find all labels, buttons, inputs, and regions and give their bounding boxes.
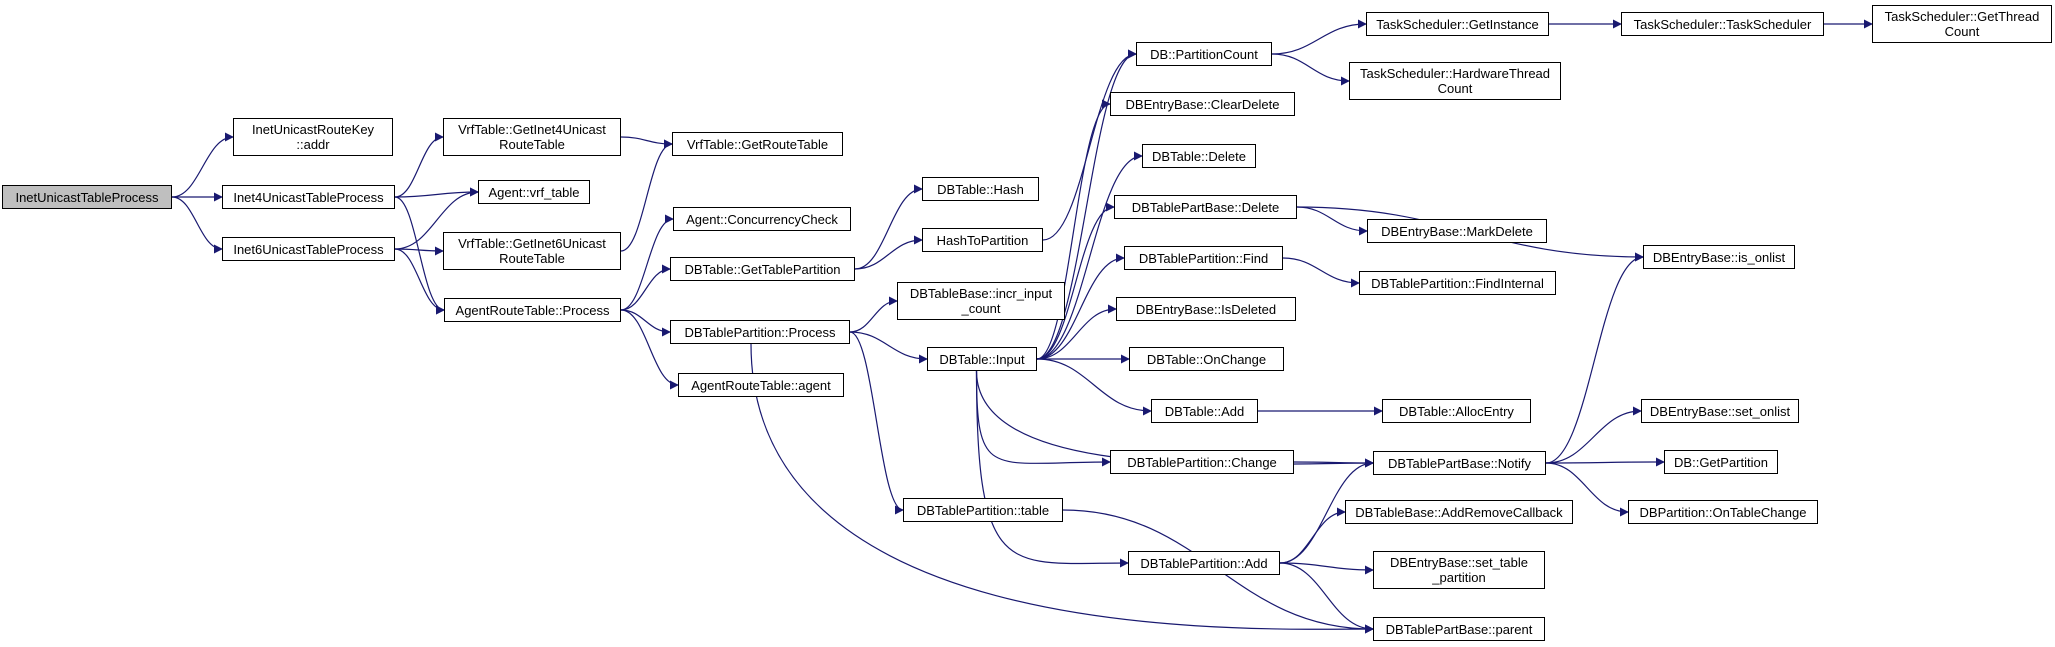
edge-dbPartProc-to-incrInput — [849, 296, 898, 333]
edge-partAdd-to-setTablePart — [1279, 562, 1374, 575]
edge-inet4-to-vrfGet4 — [394, 132, 444, 198]
edge-vrfGet4-to-vrfGetRoute — [620, 136, 673, 149]
node-dbtablepartbase-parent[interactable]: DBTablePartBase::parent — [1373, 617, 1545, 641]
node-dbentrybase-set-onlist[interactable]: DBEntryBase::set_onlist — [1641, 399, 1799, 423]
edge-partAdd-to-addRemoveCb — [1279, 507, 1346, 564]
edge-dbPartCount-to-tsHwThread — [1271, 53, 1350, 86]
edge-dbGetPart-to-dbHash — [854, 184, 923, 270]
edge-inet6-to-vrfGet6 — [394, 246, 444, 256]
node-taskscheduler-get-thread-count[interactable]: TaskScheduler::GetThread Count — [1872, 5, 2052, 43]
node-dbtablepartbase-delete[interactable]: DBTablePartBase::Delete — [1114, 195, 1297, 219]
edge-root-to-inetKeyAddr — [171, 132, 234, 198]
node-dbentrybase-clear-delete[interactable]: DBEntryBase::ClearDelete — [1110, 92, 1295, 116]
node-dbentrybase-set-table-partition[interactable]: DBEntryBase::set_table _partition — [1373, 551, 1545, 589]
node-dbtable-partition-process[interactable]: DBTablePartition::Process — [670, 320, 850, 344]
edge-inet4-to-artProcess — [394, 196, 445, 315]
node-db-partition-count[interactable]: DB::PartitionCount — [1136, 42, 1272, 66]
node-dbtable-hash[interactable]: DBTable::Hash — [922, 177, 1039, 201]
node-dbtablepartbase-notify[interactable]: DBTablePartBase::Notify — [1373, 451, 1546, 475]
edge-notify-to-isOnlist — [1545, 252, 1644, 464]
node-taskscheduler-hardware-thread-count[interactable]: TaskScheduler::HardwareThread Count — [1349, 62, 1561, 100]
edge-hashToPart-to-dbPartCount — [1042, 49, 1137, 241]
node-db-get-partition[interactable]: DB::GetPartition — [1664, 450, 1778, 474]
node-dbtable-get-table-partition[interactable]: DBTable::GetTablePartition — [670, 257, 855, 281]
edge-dbInput-to-dbPartCount — [1036, 49, 1137, 360]
edge-inet6-to-artProcess — [394, 248, 445, 315]
node-dbtable-on-change[interactable]: DBTable::OnChange — [1129, 347, 1284, 371]
node-dbentrybase-mark-delete[interactable]: DBEntryBase::MarkDelete — [1367, 219, 1547, 243]
node-hash-to-partition[interactable]: HashToPartition — [922, 228, 1043, 252]
edge-partBaseDelete-to-markDelete — [1296, 206, 1368, 236]
edge-dbPartProc-to-dbPartTable — [849, 331, 904, 515]
edge-dbPartProc-to-parent — [750, 343, 1374, 634]
edge-dbPartProc-to-dbInput — [849, 331, 928, 364]
node-taskscheduler-constructor[interactable]: TaskScheduler::TaskScheduler — [1621, 12, 1824, 36]
node-inet-unicast-table-process[interactable]: InetUnicastTableProcess — [2, 185, 172, 209]
edge-dbInput-to-dbDelete — [1036, 151, 1143, 360]
node-dbtable-add[interactable]: DBTable::Add — [1151, 399, 1258, 423]
node-dbtable-alloc-entry[interactable]: DBTable::AllocEntry — [1382, 399, 1531, 423]
node-dbtable-partition-find[interactable]: DBTablePartition::Find — [1124, 246, 1283, 270]
node-dbtable-partition-change[interactable]: DBTablePartition::Change — [1110, 450, 1294, 474]
node-inet4-unicast-table-process[interactable]: Inet4UnicastTableProcess — [222, 185, 395, 209]
edge-notify-to-dbGetPartition — [1545, 457, 1665, 467]
node-agent-vrf-table[interactable]: Agent::vrf_table — [478, 180, 590, 204]
edge-dbInput-to-partAdd — [975, 370, 1129, 568]
edge-partChange-to-notify — [1293, 458, 1374, 468]
node-dbtable-delete[interactable]: DBTable::Delete — [1142, 144, 1256, 168]
edge-vrfGet6-to-vrfGetRoute — [620, 139, 673, 252]
node-dbentrybase-is-onlist[interactable]: DBEntryBase::is_onlist — [1643, 245, 1795, 269]
edge-dbInput-to-dbAdd — [1036, 358, 1152, 416]
node-agent-route-table-agent[interactable]: AgentRouteTable::agent — [678, 373, 844, 397]
edge-artProcess-to-artAgent — [620, 309, 679, 390]
node-agent-route-table-process[interactable]: AgentRouteTable::Process — [444, 298, 621, 322]
edge-root-to-inet6 — [171, 196, 223, 254]
edge-dbInput-to-partFind — [1036, 253, 1125, 360]
edge-notify-to-onTableChange — [1545, 462, 1629, 517]
node-inet6-unicast-table-process[interactable]: Inet6UnicastTableProcess — [222, 237, 395, 261]
edge-artProcess-to-agentConc — [620, 214, 674, 311]
edge-dbGetPart-to-hashToPart — [854, 235, 923, 270]
edge-inet6-to-agentVrf — [394, 187, 479, 250]
node-dbtablebase-add-remove-callback[interactable]: DBTableBase::AddRemoveCallback — [1345, 500, 1573, 524]
node-dbtable-input[interactable]: DBTable::Input — [927, 347, 1037, 371]
edge-inet4-to-agentVrf — [394, 187, 479, 198]
node-dbtable-partition-find-internal[interactable]: DBTablePartition::FindInternal — [1359, 271, 1556, 295]
edge-partAdd-to-parent — [1279, 562, 1374, 634]
edge-partFind-to-findInternal — [1282, 257, 1360, 288]
edge-dbPartCount-to-tsGetInst — [1271, 19, 1367, 55]
node-agent-concurrency-check[interactable]: Agent::ConcurrencyCheck — [673, 207, 851, 231]
node-dbtablebase-incr-input-count[interactable]: DBTableBase::incr_input _count — [897, 282, 1065, 320]
edge-dbInput-to-isDeleted — [1036, 304, 1117, 360]
node-vrftable-get-inet6-unicast-route-table[interactable]: VrfTable::GetInet6Unicast RouteTable — [443, 232, 621, 270]
edge-dbInput-to-partBaseDelete — [1036, 202, 1115, 360]
edge-dbInput-to-clearDelete — [1036, 99, 1111, 360]
edge-notify-to-setOnlist — [1545, 406, 1642, 464]
node-vrftable-get-route-table[interactable]: VrfTable::GetRouteTable — [672, 132, 843, 156]
node-vrftable-get-inet4-unicast-route-table[interactable]: VrfTable::GetInet4Unicast RouteTable — [443, 118, 621, 156]
node-dbentrybase-is-deleted[interactable]: DBEntryBase::IsDeleted — [1116, 297, 1296, 321]
node-dbtable-partition-table[interactable]: DBTablePartition::table — [903, 498, 1063, 522]
node-inet-unicast-route-key-addr[interactable]: InetUnicastRouteKey ::addr — [233, 118, 393, 156]
edge-artProcess-to-dbGetPart — [620, 264, 671, 311]
edge-dbInput-to-partChange — [975, 370, 1111, 467]
edge-artProcess-to-dbPartProc — [620, 309, 671, 337]
node-dbpartition-on-table-change[interactable]: DBPartition::OnTableChange — [1628, 500, 1818, 524]
node-dbtable-partition-add[interactable]: DBTablePartition::Add — [1128, 551, 1280, 575]
node-taskscheduler-get-instance[interactable]: TaskScheduler::GetInstance — [1366, 12, 1549, 36]
